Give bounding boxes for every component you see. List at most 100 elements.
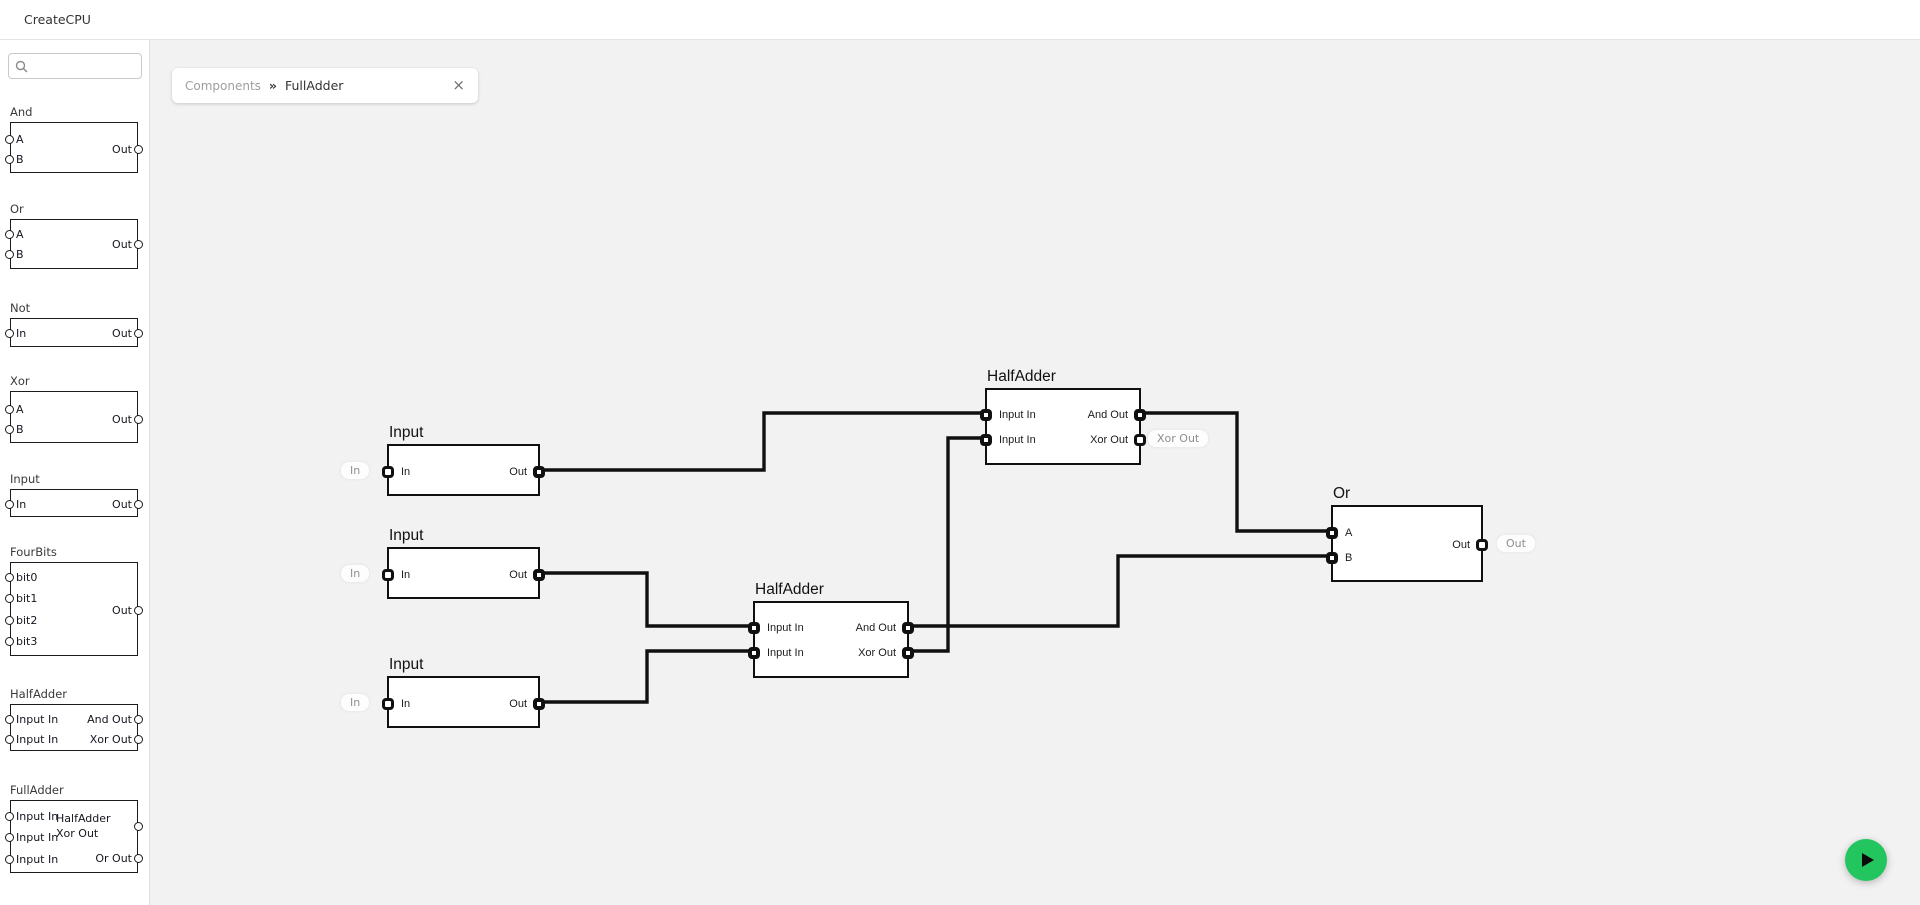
input-port[interactable] xyxy=(980,434,992,446)
port-label: Out xyxy=(112,326,132,340)
output-port-circle xyxy=(134,328,143,338)
input-port[interactable] xyxy=(748,647,760,659)
output-port[interactable] xyxy=(1134,434,1146,446)
input-port-circle xyxy=(5,832,14,842)
palette-item-preview: bit0 bit1 bit2 bit3 Out xyxy=(5,562,143,656)
output-port[interactable] xyxy=(902,622,914,634)
palette-item-label: FourBits xyxy=(10,545,57,559)
port-label: Or Out xyxy=(95,851,132,865)
app-title: CreateCPU xyxy=(24,12,91,27)
port-label: bit3 xyxy=(16,634,38,648)
input-port-circle xyxy=(5,572,14,582)
palette-item-preview: A B Out xyxy=(5,219,143,269)
port-label: bit1 xyxy=(16,591,38,605)
input-port-circle xyxy=(5,134,14,144)
palette-item-label: Or xyxy=(10,202,24,216)
port-label: And Out xyxy=(855,622,896,634)
palette-item-label: And xyxy=(10,105,33,119)
external-input-pill: In xyxy=(340,693,371,712)
external-output-pill: Xor Out xyxy=(1147,429,1210,448)
output-port[interactable] xyxy=(533,569,545,581)
port-label: Out xyxy=(112,603,132,617)
search-icon xyxy=(15,60,28,72)
search-box[interactable] xyxy=(8,53,142,79)
input-port-circle xyxy=(5,424,14,434)
top-bar: CreateCPU xyxy=(0,0,1920,40)
input-port-circle xyxy=(5,404,14,414)
port-label: Xor Out xyxy=(858,647,896,659)
input-port-circle xyxy=(5,229,14,239)
palette-item-label: Xor xyxy=(10,374,30,388)
output-port[interactable] xyxy=(533,698,545,710)
palette-item-halfadder[interactable]: HalfAdder Input In Input In And Out Xor … xyxy=(0,687,149,751)
input-port[interactable] xyxy=(382,698,394,710)
output-port[interactable] xyxy=(1476,539,1488,551)
input-port[interactable] xyxy=(382,569,394,581)
port-label: Input In xyxy=(999,409,1036,421)
run-button[interactable] xyxy=(1845,839,1887,881)
palette-item-label: HalfAdder xyxy=(10,687,68,701)
input-port[interactable] xyxy=(1326,527,1338,539)
port-label: Input In xyxy=(16,712,59,726)
component-palette-sidebar: And A B Out Or A B Out Not In Out Xor A … xyxy=(0,40,150,905)
port-label: Out xyxy=(112,497,132,511)
input-port[interactable] xyxy=(748,622,760,634)
port-label: Out xyxy=(112,237,132,251)
port-label: Xor Out xyxy=(1090,434,1128,446)
port-label: And Out xyxy=(87,712,132,726)
node-title: Input xyxy=(389,656,424,673)
palette-item-or[interactable]: Or A B Out xyxy=(0,202,149,269)
port-label: A xyxy=(16,227,24,241)
palette-item-preview: In Out xyxy=(5,318,143,347)
port-label: In xyxy=(16,326,27,340)
output-port[interactable] xyxy=(902,647,914,659)
search-input[interactable] xyxy=(33,58,137,74)
port-label: bit2 xyxy=(16,613,38,627)
node-input-1[interactable]: Input In Out xyxy=(382,424,545,496)
port-label: Input In xyxy=(16,732,59,746)
node-title: HalfAdder xyxy=(755,581,824,598)
output-port-circle xyxy=(134,605,143,615)
palette-item-fulladder[interactable]: FullAdder Input In Input In Input In Hal… xyxy=(0,783,149,873)
node-halfadder-1[interactable]: HalfAdder Input In Input In And Out Xor … xyxy=(980,368,1146,465)
port-label: Xor Out xyxy=(89,732,132,746)
node-or[interactable]: Or A B Out xyxy=(1326,485,1488,582)
palette-item-fourbits[interactable]: FourBits bit0 bit1 bit2 bit3 Out xyxy=(0,545,149,656)
port-label: Out xyxy=(509,698,527,710)
close-tab-icon[interactable]: × xyxy=(452,76,465,94)
palette-item-label: Input xyxy=(10,472,40,486)
output-port[interactable] xyxy=(1134,409,1146,421)
node-title: Or xyxy=(1333,485,1351,502)
palette-item-xor[interactable]: Xor A B Out xyxy=(0,374,149,443)
node-input-3[interactable]: Input In Out xyxy=(382,656,545,728)
output-port-circle xyxy=(134,853,143,863)
external-output-pill: Out xyxy=(1496,534,1536,553)
palette-item-input[interactable]: Input In Out xyxy=(0,472,149,517)
output-port-circle xyxy=(134,239,143,249)
breadcrumb-root[interactable]: Components xyxy=(185,78,261,93)
output-port-circle xyxy=(134,821,143,831)
palette-item-not[interactable]: Not In Out xyxy=(0,301,149,347)
node-title: Input xyxy=(389,527,424,544)
output-port-circle xyxy=(134,734,143,744)
input-port[interactable] xyxy=(382,466,394,478)
output-port-circle xyxy=(134,714,143,724)
port-label: In xyxy=(401,466,411,478)
palette-item-and[interactable]: And A B Out xyxy=(0,105,149,173)
port-label: Out xyxy=(509,466,527,478)
input-port-circle xyxy=(5,593,14,603)
node-input-2[interactable]: Input In Out xyxy=(382,527,545,599)
input-port[interactable] xyxy=(1326,552,1338,564)
input-port[interactable] xyxy=(980,409,992,421)
node-title: HalfAdder xyxy=(987,368,1056,385)
tab-fulladder[interactable]: Components » FullAdder × xyxy=(172,68,478,103)
port-label: HalfAdder Xor Out xyxy=(56,812,111,840)
input-port-circle xyxy=(5,154,14,164)
palette-item-preview: Input In Input In And Out Xor Out xyxy=(5,704,143,751)
port-label: Out xyxy=(112,142,132,156)
input-port-circle xyxy=(5,328,14,338)
input-port-circle xyxy=(5,854,14,864)
output-port[interactable] xyxy=(533,466,545,478)
port-label: And Out xyxy=(1087,409,1128,421)
node-halfadder-2[interactable]: HalfAdder Input In Input In And Out Xor … xyxy=(748,581,914,678)
